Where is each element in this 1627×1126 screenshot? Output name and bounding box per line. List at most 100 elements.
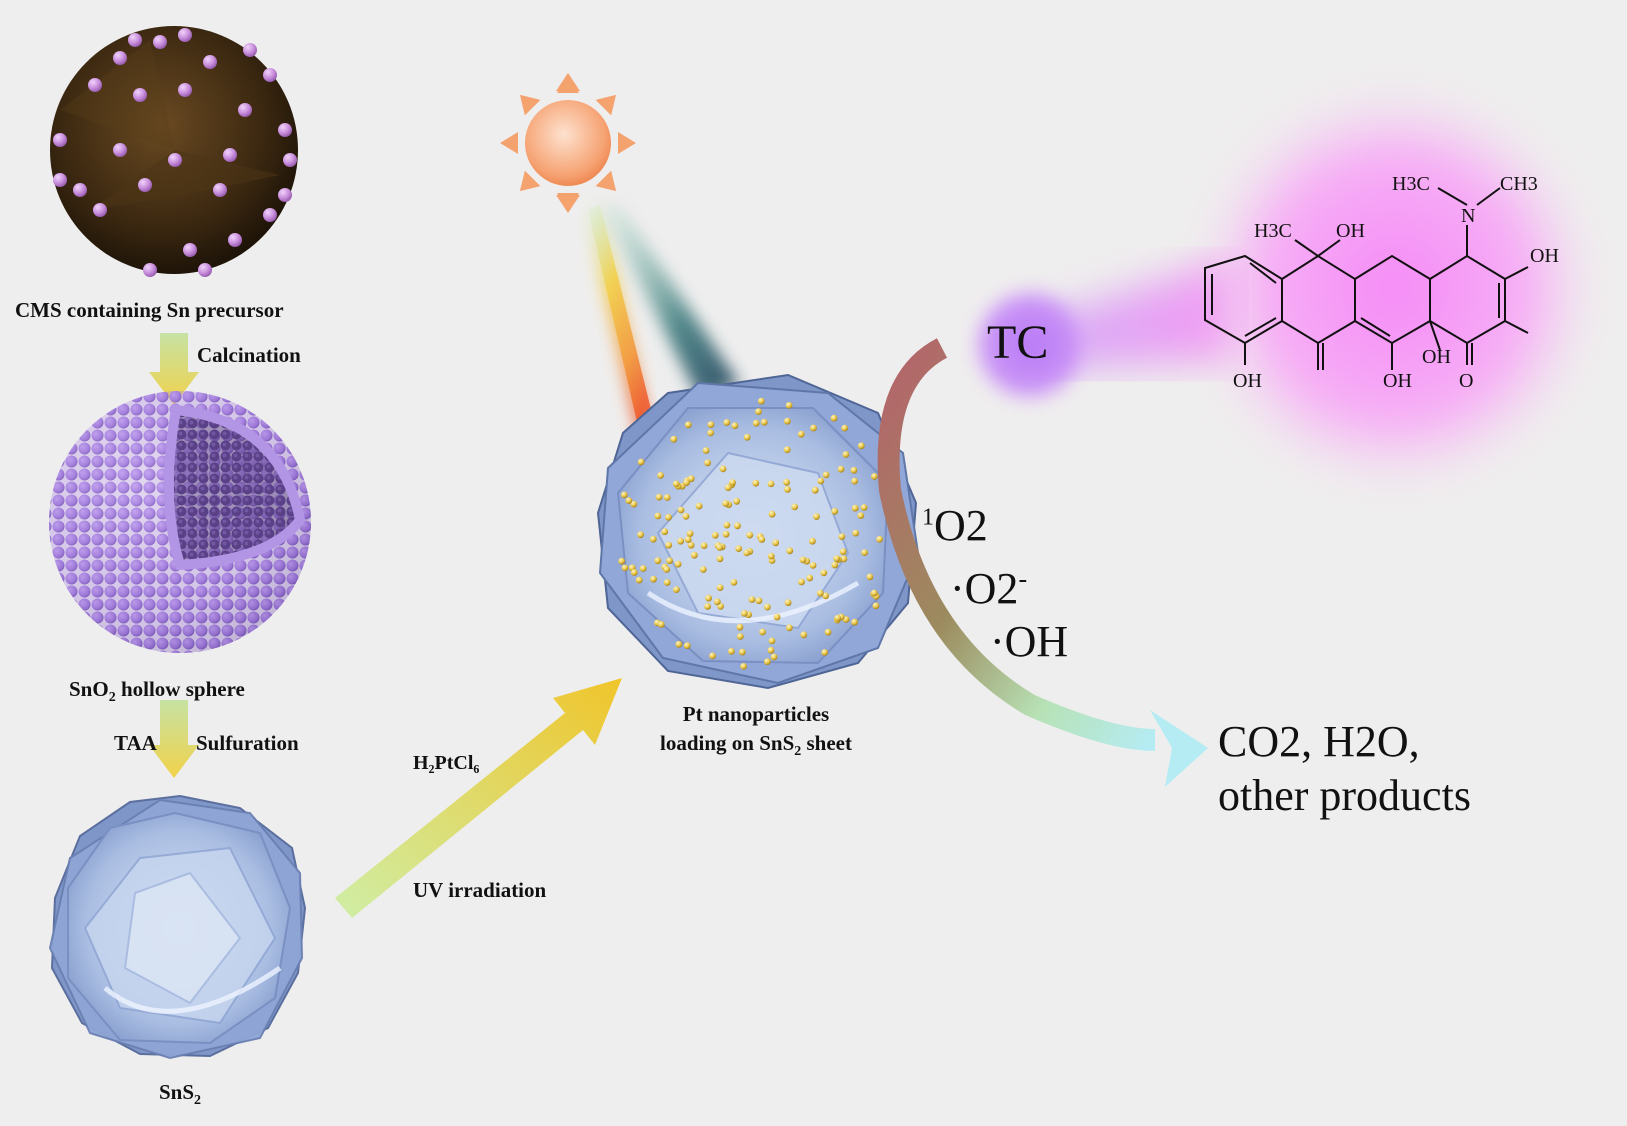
pt-nanoparticle <box>674 560 682 568</box>
sno2-label: SnO2 hollow sphere <box>69 677 245 706</box>
pt-nanoparticle <box>683 642 691 650</box>
pt-label-line2-pre: loading on SnS <box>660 731 795 755</box>
pt-nanoparticle <box>722 530 730 538</box>
sns2-label-sub: 2 <box>194 1093 202 1109</box>
precursor-dot <box>263 68 277 82</box>
pt-nanoparticle <box>713 598 721 606</box>
pt-label-line1: Pt nanoparticles <box>682 702 830 726</box>
precursor-dot <box>53 133 67 147</box>
pt-nanoparticle <box>657 472 664 479</box>
pt-nanoparticle <box>746 531 754 539</box>
pt-nanoparticle <box>857 442 865 450</box>
pt-nanoparticle <box>850 466 858 474</box>
pt-nanoparticle <box>731 422 739 430</box>
tetracycline-structure <box>1204 187 1529 370</box>
pt-nanoparticle <box>700 542 708 549</box>
pt-nanoparticle <box>684 536 692 543</box>
pt-nanoparticle <box>768 510 776 518</box>
pt-nanoparticle <box>630 569 638 576</box>
ros-superoxide-text: ·O2 <box>950 564 1019 613</box>
precursor-dot <box>53 173 67 187</box>
pt-nanoparticle <box>699 566 707 573</box>
pt-nanoparticle <box>743 549 751 557</box>
pt-nanoparticle <box>840 555 848 563</box>
pt-nanoparticle <box>851 477 858 485</box>
pt-nanoparticle <box>683 479 690 486</box>
pt-nanoparticle <box>672 480 680 488</box>
taa-label: TAA <box>114 731 157 755</box>
sno2-label-sub: 2 <box>108 690 116 706</box>
sun-ray <box>557 75 579 93</box>
pt-nanoparticle <box>799 556 807 564</box>
pt-nanoparticle <box>730 579 738 586</box>
mol-h3c-n-left: H3C <box>1392 173 1430 195</box>
pt-nanoparticle <box>666 557 673 565</box>
pt-nanoparticle <box>872 602 880 610</box>
precursor-dot <box>93 203 107 217</box>
precursor-dot <box>128 33 142 47</box>
precursor-dot <box>283 153 297 167</box>
pt-nanoparticle <box>764 603 771 611</box>
pt-nanoparticle <box>741 610 748 617</box>
pt-nanoparticle <box>797 430 805 438</box>
pt-nanoparticle <box>657 621 665 628</box>
pt-nanoparticle <box>842 451 850 458</box>
pt-nanoparticle <box>770 653 778 661</box>
mol-n-atom: N <box>1461 205 1475 227</box>
sns2-sphere <box>48 794 307 1060</box>
precursor-dot <box>133 88 147 102</box>
mol-oh-top: OH <box>1336 220 1365 242</box>
pt-nanoparticle <box>702 447 710 454</box>
products-label: CO2, H2O, other products <box>1218 715 1471 823</box>
pt-nanoparticle <box>743 433 751 441</box>
pt-nanoparticle <box>861 549 868 556</box>
pt-nanoparticle <box>663 566 671 573</box>
pt-nanoparticle <box>810 424 817 432</box>
pt-nanoparticle <box>813 513 820 520</box>
pt-nanoparticle <box>735 545 743 552</box>
pt-nanoparticle <box>833 555 841 562</box>
ros-singlet-oxygen-text: O2 <box>934 501 988 550</box>
pt-nanoparticle <box>809 562 817 569</box>
pt-nanoparticle <box>784 486 791 493</box>
pt-nanoparticle <box>860 504 868 511</box>
pt-nanoparticle <box>870 589 878 597</box>
ros-singlet-oxygen: 1O2 <box>922 500 988 551</box>
pt-nanoparticle <box>786 624 793 632</box>
pt-nanoparticle <box>791 503 799 511</box>
precursor-dot <box>138 178 152 192</box>
pt-nanoparticle <box>639 565 647 572</box>
pt-nanoparticle <box>729 479 736 486</box>
pt-nanoparticle <box>650 575 657 583</box>
pt-nanoparticles <box>618 397 890 670</box>
precursor-dot <box>178 83 192 97</box>
pt-nanoparticle <box>707 429 715 437</box>
pt-nanoparticle <box>757 397 765 405</box>
pt-nanoparticle <box>670 435 678 443</box>
reaction-arrow <box>877 338 1208 787</box>
pt-nanoparticle <box>820 569 828 577</box>
pt-nanoparticle <box>752 419 760 427</box>
precursor-dot <box>113 143 127 157</box>
pt-nanoparticle <box>772 539 780 547</box>
pt-nanoparticle <box>686 530 694 537</box>
pt-nanoparticle <box>691 551 698 559</box>
pt-nanoparticle <box>637 458 645 466</box>
pt-nanoparticle <box>851 504 859 512</box>
sun-ray <box>595 94 617 116</box>
pt-nanoparticle <box>831 561 839 569</box>
pt-nanoparticle <box>773 613 781 621</box>
pt-nanoparticle <box>620 491 628 499</box>
pt-nanoparticle <box>723 419 731 426</box>
pt-nanoparticle <box>635 576 643 584</box>
pt-nanoparticle <box>783 446 791 454</box>
pt-nanoparticle <box>755 408 762 415</box>
pt-nanoparticle <box>722 500 730 507</box>
pt-label-line2-post: sheet <box>801 731 853 755</box>
pt-nanoparticle <box>716 584 724 591</box>
pt-nanoparticle <box>809 537 816 545</box>
pt-nanoparticle <box>695 502 703 510</box>
pt-nanoparticle <box>719 465 727 473</box>
sun-icon <box>500 73 636 213</box>
